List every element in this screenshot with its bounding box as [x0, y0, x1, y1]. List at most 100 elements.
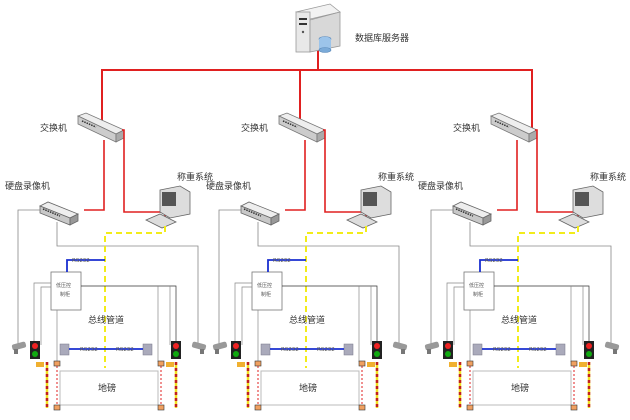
computer-icon	[558, 185, 604, 229]
traffic-light-left-icon	[231, 341, 241, 359]
camera-right-cable	[56, 222, 199, 345]
control-wire	[494, 285, 590, 345]
control-wires	[33, 282, 51, 345]
sensor-left	[472, 343, 483, 356]
weighbridge-label: 地磅	[299, 382, 317, 394]
switch-icon	[277, 112, 326, 143]
rs232-top-label: RS232	[273, 258, 291, 264]
sensor-post	[53, 404, 61, 411]
rs232-right-label: RS232	[529, 347, 547, 353]
sensor-post	[254, 404, 262, 411]
control-wires	[234, 282, 252, 345]
sensor-post	[157, 360, 165, 367]
switch-label: 交换机	[40, 122, 67, 134]
rs232-top-line	[267, 259, 306, 272]
database-server-icon	[295, 3, 341, 53]
controller-label: 低压控	[56, 282, 71, 289]
rs232-right-label: RS232	[317, 347, 335, 353]
bus-pipe	[517, 226, 579, 368]
sensor-post	[358, 404, 366, 411]
camera-left-cable	[218, 209, 241, 345]
camera-right-icon	[392, 341, 408, 354]
camera-left-icon	[212, 341, 228, 354]
controller-label-2: 制柜	[261, 291, 271, 298]
controller-cabinet	[463, 271, 495, 311]
bus-pipe	[104, 226, 166, 368]
nvr-link	[497, 140, 518, 211]
sensor-post	[254, 360, 262, 367]
control-wire	[81, 285, 177, 345]
camera-right-icon	[191, 341, 207, 354]
switch-label: 交换机	[453, 122, 480, 134]
rs232-left-label: RS232	[281, 347, 299, 353]
sensor-post	[358, 360, 366, 367]
sensor-post	[466, 360, 474, 367]
weighbridge-platform	[260, 370, 360, 406]
camera-left-cable	[430, 209, 453, 345]
sensor-left	[59, 343, 70, 356]
weighbridge-label: 地磅	[98, 382, 116, 394]
sensor-right	[343, 343, 354, 356]
rs232-top-line	[479, 259, 518, 272]
sensor-right	[142, 343, 153, 356]
nvr-label: 硬盘录像机	[418, 180, 463, 192]
sensor-post	[53, 360, 61, 367]
traffic-light-right-icon	[372, 341, 382, 359]
controller-cabinet	[50, 271, 82, 311]
traffic-light-left-icon	[443, 341, 453, 359]
weighbridge-unit: 交换机 硬盘录像机 称重系统 低压控 制柜 RS232	[5, 112, 213, 411]
rs232-top-label: RS232	[485, 258, 503, 264]
pc-link	[323, 129, 367, 222]
nvr-icon	[452, 201, 492, 226]
sensor-left	[260, 343, 271, 356]
barrier-gate-left	[449, 362, 462, 408]
controller-label-2: 制柜	[60, 291, 70, 298]
camera-left-cable	[17, 209, 40, 345]
pc-link	[535, 129, 579, 222]
sensor-post	[157, 404, 165, 411]
weighbridge-label: 地磅	[511, 382, 529, 394]
nvr-icon	[39, 201, 79, 226]
pc-label: 称重系统	[590, 171, 626, 183]
barrier-gate-right	[166, 362, 178, 408]
camera-left-icon	[424, 341, 440, 354]
weighbridge-platform	[59, 370, 159, 406]
switch-icon	[76, 112, 125, 143]
computer-icon	[346, 185, 392, 229]
rs232-top-label: RS232	[72, 258, 90, 264]
traffic-light-left-icon	[30, 341, 40, 359]
rs232-right-label: RS232	[116, 347, 134, 353]
sensor-post	[466, 404, 474, 411]
rs232-left-label: RS232	[80, 347, 98, 353]
bus-label: 总线管道	[289, 314, 325, 326]
camera-right-icon	[604, 341, 620, 354]
nvr-icon	[240, 201, 280, 226]
barrier-gate-right	[579, 362, 591, 408]
rs232-left-label: RS232	[493, 347, 511, 353]
switch-label: 交换机	[241, 122, 268, 134]
weighbridge-platform	[472, 370, 572, 406]
controller-label: 低压控	[257, 282, 272, 289]
pc-label: 称重系统	[378, 171, 414, 183]
sensor-post	[570, 360, 578, 367]
barrier-gate-left	[237, 362, 250, 408]
sensor-right	[555, 343, 566, 356]
backbone-line	[101, 69, 533, 128]
control-wires	[446, 282, 464, 345]
pc-link	[122, 129, 166, 222]
weighbridge-unit: 交换机 硬盘录像机 称重系统 低压控 制柜 RS232	[418, 112, 626, 411]
pc-label: 称重系统	[177, 171, 213, 183]
nvr-link	[84, 140, 105, 211]
controller-label-2: 制柜	[473, 291, 483, 298]
nvr-link	[285, 140, 306, 211]
camera-right-cable	[469, 222, 612, 345]
bus-pipe	[305, 226, 367, 368]
control-wire	[40, 286, 51, 345]
barrier-gate-right	[367, 362, 379, 408]
control-wire	[241, 286, 252, 345]
controller-label: 低压控	[469, 282, 484, 289]
traffic-light-right-icon	[584, 341, 594, 359]
computer-icon	[145, 185, 191, 229]
control-wire	[282, 285, 378, 345]
